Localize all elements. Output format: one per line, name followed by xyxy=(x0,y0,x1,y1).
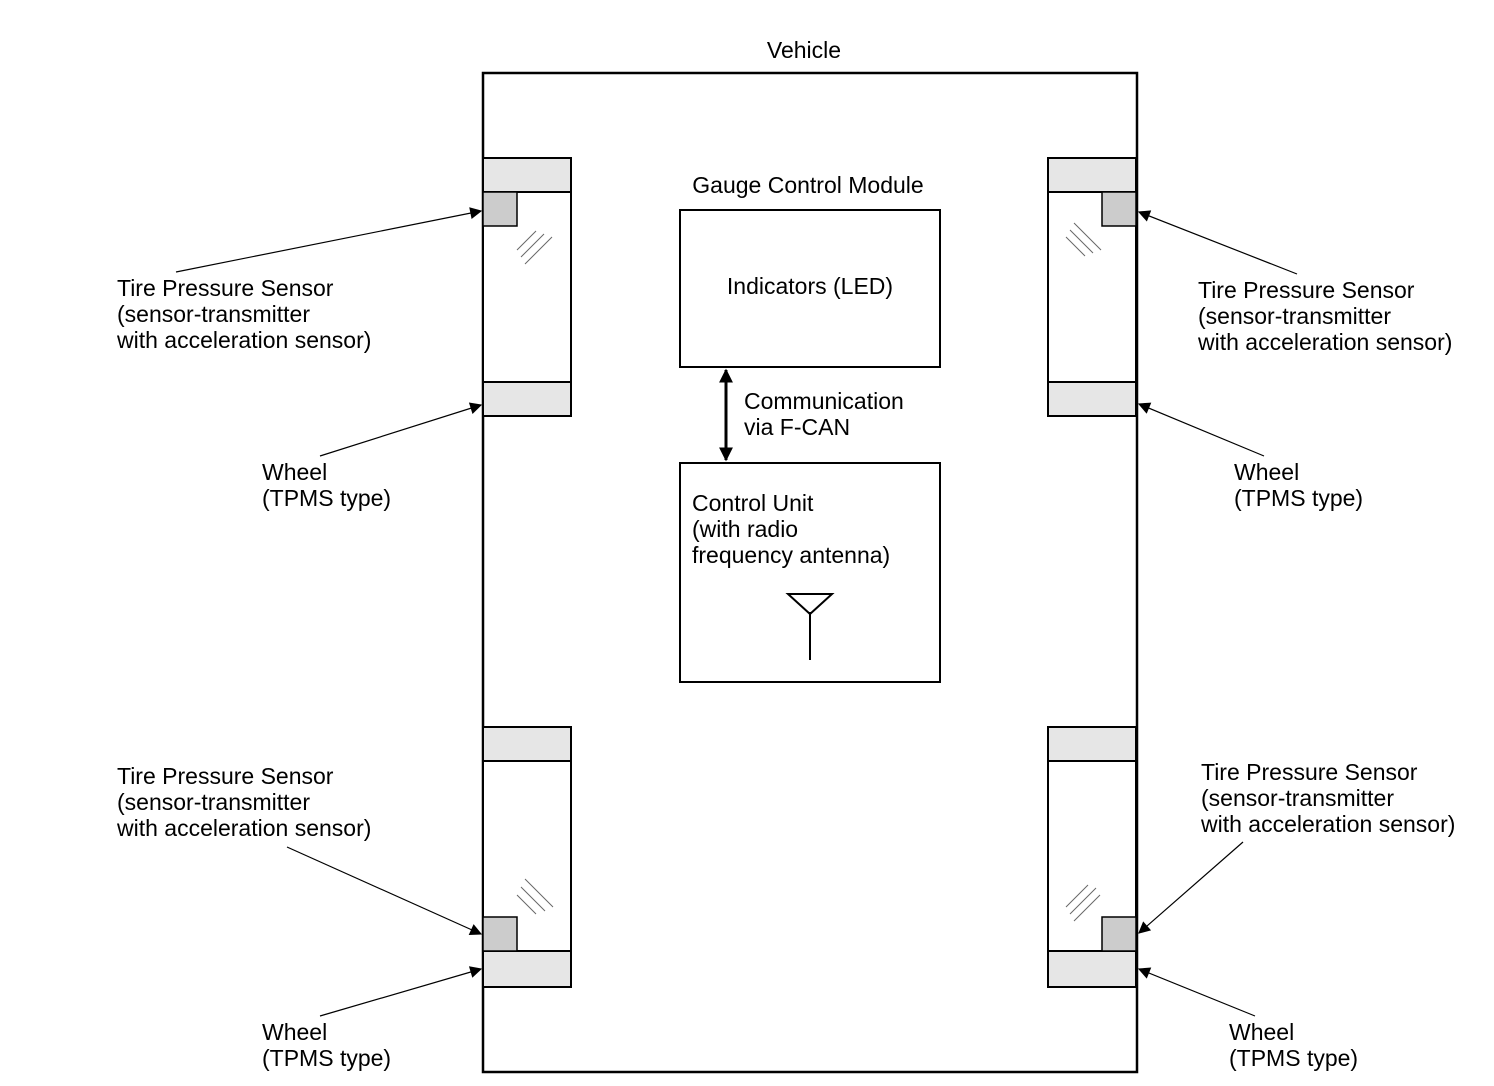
svg-text:(TPMS type): (TPMS type) xyxy=(262,485,391,511)
callout-sensor-front-left: Tire Pressure Sensor (sensor-transmitter… xyxy=(116,207,483,353)
svg-text:(sensor-transmitter: (sensor-transmitter xyxy=(117,301,310,327)
sensor-front-right xyxy=(1101,191,1137,227)
svg-text:(TPMS type): (TPMS type) xyxy=(262,1045,391,1071)
svg-text:(sensor-transmitter: (sensor-transmitter xyxy=(1201,785,1394,811)
glare-lines xyxy=(1065,222,1102,257)
svg-text:(sensor-transmitter: (sensor-transmitter xyxy=(1198,303,1391,329)
svg-text:Wheel: Wheel xyxy=(1234,459,1299,485)
svg-text:Wheel: Wheel xyxy=(262,1019,327,1045)
svg-text:with acceleration sensor): with acceleration sensor) xyxy=(1197,329,1452,355)
callout-wheel-front-right: Wheel (TPMS type) xyxy=(1137,402,1363,511)
glare-lines xyxy=(1065,884,1101,922)
vehicle-body xyxy=(481,71,1139,1074)
callout-sensor-rear-right: Tire Pressure Sensor (sensor-transmitter… xyxy=(1138,759,1455,934)
indicators-box xyxy=(679,209,941,368)
callout-wheel-rear-right: Wheel (TPMS type) xyxy=(1137,967,1358,1071)
svg-text:with acceleration sensor): with acceleration sensor) xyxy=(116,327,371,353)
callout-wheel-rear-left: Wheel (TPMS type) xyxy=(262,966,483,1071)
svg-text:Wheel: Wheel xyxy=(1229,1019,1294,1045)
control-unit-box xyxy=(679,462,941,683)
svg-text:Tire Pressure Sensor: Tire Pressure Sensor xyxy=(117,763,334,789)
callout-sensor-front-right: Tire Pressure Sensor (sensor-transmitter… xyxy=(1137,210,1452,355)
indicators-label: Indicators (LED) xyxy=(727,273,893,299)
vehicle-label: Vehicle xyxy=(767,37,841,63)
svg-text:Tire Pressure Sensor: Tire Pressure Sensor xyxy=(1198,277,1415,303)
svg-text:with acceleration sensor): with acceleration sensor) xyxy=(116,815,371,841)
control-unit-label-line1: Control Unit xyxy=(692,490,814,516)
callout-sensor-rear-left: Tire Pressure Sensor (sensor-transmitter… xyxy=(116,763,483,936)
svg-text:(TPMS type): (TPMS type) xyxy=(1234,485,1363,511)
svg-text:Tire Pressure Sensor: Tire Pressure Sensor xyxy=(117,275,334,301)
sensor-rear-left xyxy=(482,916,518,952)
svg-text:(TPMS type): (TPMS type) xyxy=(1229,1045,1358,1071)
callout-wheel-front-left: Wheel (TPMS type) xyxy=(262,402,483,511)
svg-text:Tire Pressure Sensor: Tire Pressure Sensor xyxy=(1201,759,1418,785)
wheel-rear-right xyxy=(1047,726,1137,988)
sensor-front-left xyxy=(482,191,518,227)
wheel-front-left xyxy=(482,157,572,417)
gauge-module-title: Gauge Control Module xyxy=(692,172,923,198)
sensor-rear-right xyxy=(1101,916,1137,952)
glare-lines xyxy=(516,230,553,265)
communication-label-line1: Communication xyxy=(744,388,904,414)
svg-text:Wheel: Wheel xyxy=(262,459,327,485)
svg-text:with acceleration sensor): with acceleration sensor) xyxy=(1200,811,1455,837)
communication-label-line2: via F-CAN xyxy=(744,414,850,440)
glare-lines xyxy=(516,878,554,915)
wheel-front-right xyxy=(1047,157,1137,417)
svg-text:(sensor-transmitter: (sensor-transmitter xyxy=(117,789,310,815)
control-unit-label-line2: (with radio xyxy=(692,516,798,542)
antenna-icon xyxy=(785,593,835,660)
wheel-rear-left xyxy=(482,726,572,988)
control-unit-label-line3: frequency antenna) xyxy=(692,542,890,568)
